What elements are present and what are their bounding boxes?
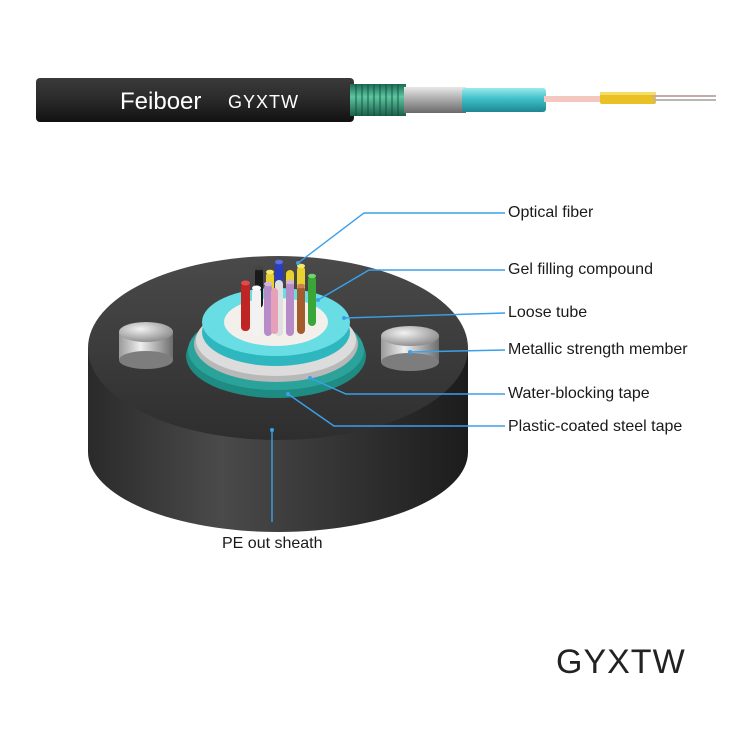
cable-water-blocking-tape — [404, 87, 466, 113]
label-metallic-strength-member: Metallic strength member — [508, 341, 688, 358]
cable-fiber-strand-1 — [652, 95, 716, 97]
leader-optical-fiber — [297, 212, 505, 264]
cable-steel-tape — [350, 84, 406, 116]
cable-outer-sheath — [36, 78, 354, 122]
leader-gel — [317, 269, 505, 301]
label-loose-tube: Loose tube — [508, 304, 588, 321]
model-caption: GYXTW — [556, 643, 686, 681]
label-gel-filling-compound: Gel filling compound — [508, 261, 653, 278]
cable-model-text: GYXTW — [228, 92, 299, 112]
leader-loose-tube — [343, 312, 506, 319]
leader-lines — [271, 212, 506, 522]
label-water-blocking-tape: Water-blocking tape — [508, 385, 650, 402]
optical-fibers — [241, 259, 316, 336]
cable-side-view — [36, 78, 716, 122]
cable-fiber-pink — [544, 96, 604, 102]
strength-member-right — [381, 326, 439, 371]
label-plastic-coated-steel-tape: Plastic-coated steel tape — [508, 418, 683, 435]
label-optical-fiber: Optical fiber — [508, 204, 594, 221]
leader-water-blocking — [309, 377, 505, 395]
leader-steel-tape — [287, 393, 505, 427]
label-pe-out-sheath: PE out sheath — [222, 535, 323, 552]
cable-brand-text: Feiboer — [120, 88, 202, 115]
leader-strength-member — [409, 349, 506, 353]
cable-loose-tube — [462, 88, 546, 112]
cable-fiber-strand-2 — [652, 99, 716, 101]
cable-cross-section — [88, 256, 468, 532]
strength-member-left — [119, 322, 173, 369]
